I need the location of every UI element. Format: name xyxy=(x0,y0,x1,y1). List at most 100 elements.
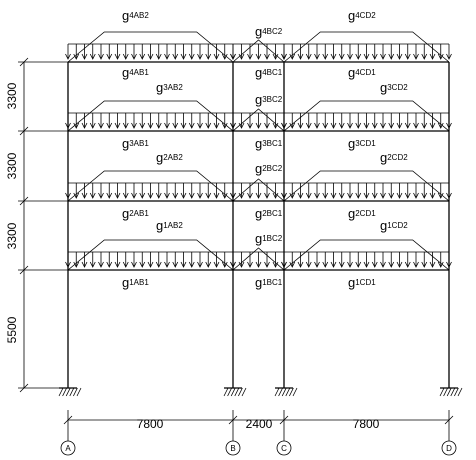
load-label-2bc1: g2BC1 xyxy=(255,206,283,221)
load-cd-1-arrow-head xyxy=(330,122,337,129)
support-hatch-2 xyxy=(281,387,287,397)
load-ab-1-arrow-head xyxy=(106,122,113,129)
load-ab-1-arrow-head xyxy=(155,122,162,129)
load-ab-1-arrow-head xyxy=(139,122,146,129)
load-ab-2-arrow-head xyxy=(155,192,162,199)
load-cd-0-arrow-head xyxy=(380,53,386,60)
load-ab-0-arrow-head xyxy=(188,53,195,60)
load-bc-0-arrow-head xyxy=(247,53,253,60)
load-cd-1-arrow-head xyxy=(347,122,353,129)
load-cd-1-arrow-head xyxy=(429,122,436,129)
load-label-1bc2: g1BC2 xyxy=(255,231,283,246)
horizontal-dim-tick-2 xyxy=(279,415,289,425)
load-cd-2-arrow-head xyxy=(330,192,337,199)
load-bc-0-arrow-head xyxy=(230,53,236,60)
load-cd-1-arrow-head xyxy=(446,122,452,129)
load-cd-2-arrow-head xyxy=(396,192,403,199)
load-ab-1-arrow-head xyxy=(89,122,96,129)
support-hatch-3 xyxy=(443,387,448,397)
load-cd-0-arrow-head xyxy=(413,53,419,60)
vertical-dim-tick-3 xyxy=(19,265,29,275)
load-ab-1-arrow-head xyxy=(114,122,121,129)
load-ab-3-arrow-head xyxy=(139,261,146,268)
load-ab-3-arrow-head xyxy=(180,261,187,268)
support-hatch-0 xyxy=(73,387,78,397)
load-ab-2-arrow-head xyxy=(180,192,187,199)
load-ab-2-arrow-head xyxy=(205,192,212,199)
load-cd-2-arrow-head xyxy=(421,192,428,199)
load-cd-2-arrow-head xyxy=(437,192,444,199)
load-ab-0-arrow-head xyxy=(172,53,179,60)
load-cd-0-arrow-head xyxy=(396,53,403,60)
load-ab-3-arrow-head xyxy=(89,261,96,268)
horizontal-dim-tick-0 xyxy=(63,415,73,425)
load-ab-1-arrow-head xyxy=(180,122,187,129)
load-label-3bc2: g3BC2 xyxy=(255,92,283,107)
load-ab-3-arrow-head xyxy=(147,261,154,268)
axis-bubble-c xyxy=(276,440,292,456)
load-label-4bc2: g4BC2 xyxy=(255,24,283,39)
load-bc-1-arrow-head xyxy=(238,122,245,129)
load-cd-3-arrow-head xyxy=(297,261,304,268)
load-cd-1-arrow-head xyxy=(314,122,320,129)
load-bc-2-arrow-head xyxy=(247,192,253,199)
load-ab-0-arrow-head xyxy=(213,53,220,60)
load-cd-0-arrow-head xyxy=(363,53,370,60)
load-ab-0-arrow-head xyxy=(122,53,129,60)
load-label-3ab1: g3AB1 xyxy=(122,136,149,151)
load-cd-0-arrow-head xyxy=(314,53,320,60)
load-label-1cd1: g1CD1 xyxy=(348,275,376,290)
load-cd-2-arrow-head xyxy=(380,192,386,199)
load-cd-3-arrow-head xyxy=(437,261,444,268)
load-ab-3-arrow-head xyxy=(81,261,88,268)
load-label-1ab2: g1AB2 xyxy=(156,218,183,233)
load-ab-0-arrow-head xyxy=(205,53,212,60)
load-cd-1-arrow-head xyxy=(289,122,296,129)
axis-bubble-a xyxy=(60,440,76,456)
load-label-4ab1: g4AB1 xyxy=(122,65,149,80)
load-cd-2-arrow-head xyxy=(363,192,370,199)
load-cd-3-arrow-head xyxy=(388,261,395,268)
support-hatch-2 xyxy=(289,387,294,397)
axis-label-c: C xyxy=(281,444,287,453)
load-cd-1-arrow-head xyxy=(388,122,395,129)
load-ab-2-arrow-head xyxy=(106,192,113,199)
load-ab-2-arrow-head xyxy=(114,192,121,199)
support-hatch-3 xyxy=(446,387,452,397)
load-bc-3-arrow-head xyxy=(238,261,245,268)
support-hatch-2 xyxy=(278,387,283,397)
load-bc-1-arrow-head xyxy=(230,122,236,129)
load-ab-3-arrow-head xyxy=(197,261,203,268)
support-hatch-3 xyxy=(457,387,463,397)
load-label-1ab1: g1AB1 xyxy=(122,275,149,290)
load-bc-0-arrow-head xyxy=(272,53,279,60)
load-ab-3-arrow-head xyxy=(122,261,129,268)
load-cd-1-arrow-head xyxy=(371,122,378,129)
load-label-4ab2: g4AB2 xyxy=(122,8,149,23)
load-cd-2-arrow-head xyxy=(314,192,320,199)
load-cd-3-arrow-head xyxy=(413,261,419,268)
load-ab-2-arrow-head xyxy=(213,192,220,199)
load-cd-1-arrow-head xyxy=(437,122,444,129)
load-cd-1-arrow-head xyxy=(322,122,329,129)
load-bc-3-arrow-head xyxy=(264,261,270,268)
load-bc-3-arrow-head xyxy=(230,261,236,268)
load-ab-0-arrow-head xyxy=(106,53,113,60)
load-ab-0-arrow-head xyxy=(147,53,154,60)
load-ab-3-arrow-head xyxy=(221,261,228,268)
load-ab-1-arrow-head xyxy=(197,122,203,129)
load-cd-3-trapezoid xyxy=(283,239,450,271)
dimension-lines xyxy=(18,57,454,441)
load-cd-2-arrow-head xyxy=(404,192,411,199)
distributed-loads xyxy=(65,31,452,271)
load-ab-2-arrow-head xyxy=(65,192,71,199)
load-bc-2-arrow-head xyxy=(238,192,245,199)
load-cd-1-trapezoid xyxy=(283,100,450,132)
storey-height-2: 3300 xyxy=(5,222,19,249)
load-ab-3-arrow-head xyxy=(205,261,212,268)
load-cd-0-arrow-head xyxy=(355,53,362,60)
support-hatch-2 xyxy=(274,387,280,397)
load-ab-3-arrow-head xyxy=(172,261,179,268)
load-ab-1-arrow-head xyxy=(147,122,154,129)
